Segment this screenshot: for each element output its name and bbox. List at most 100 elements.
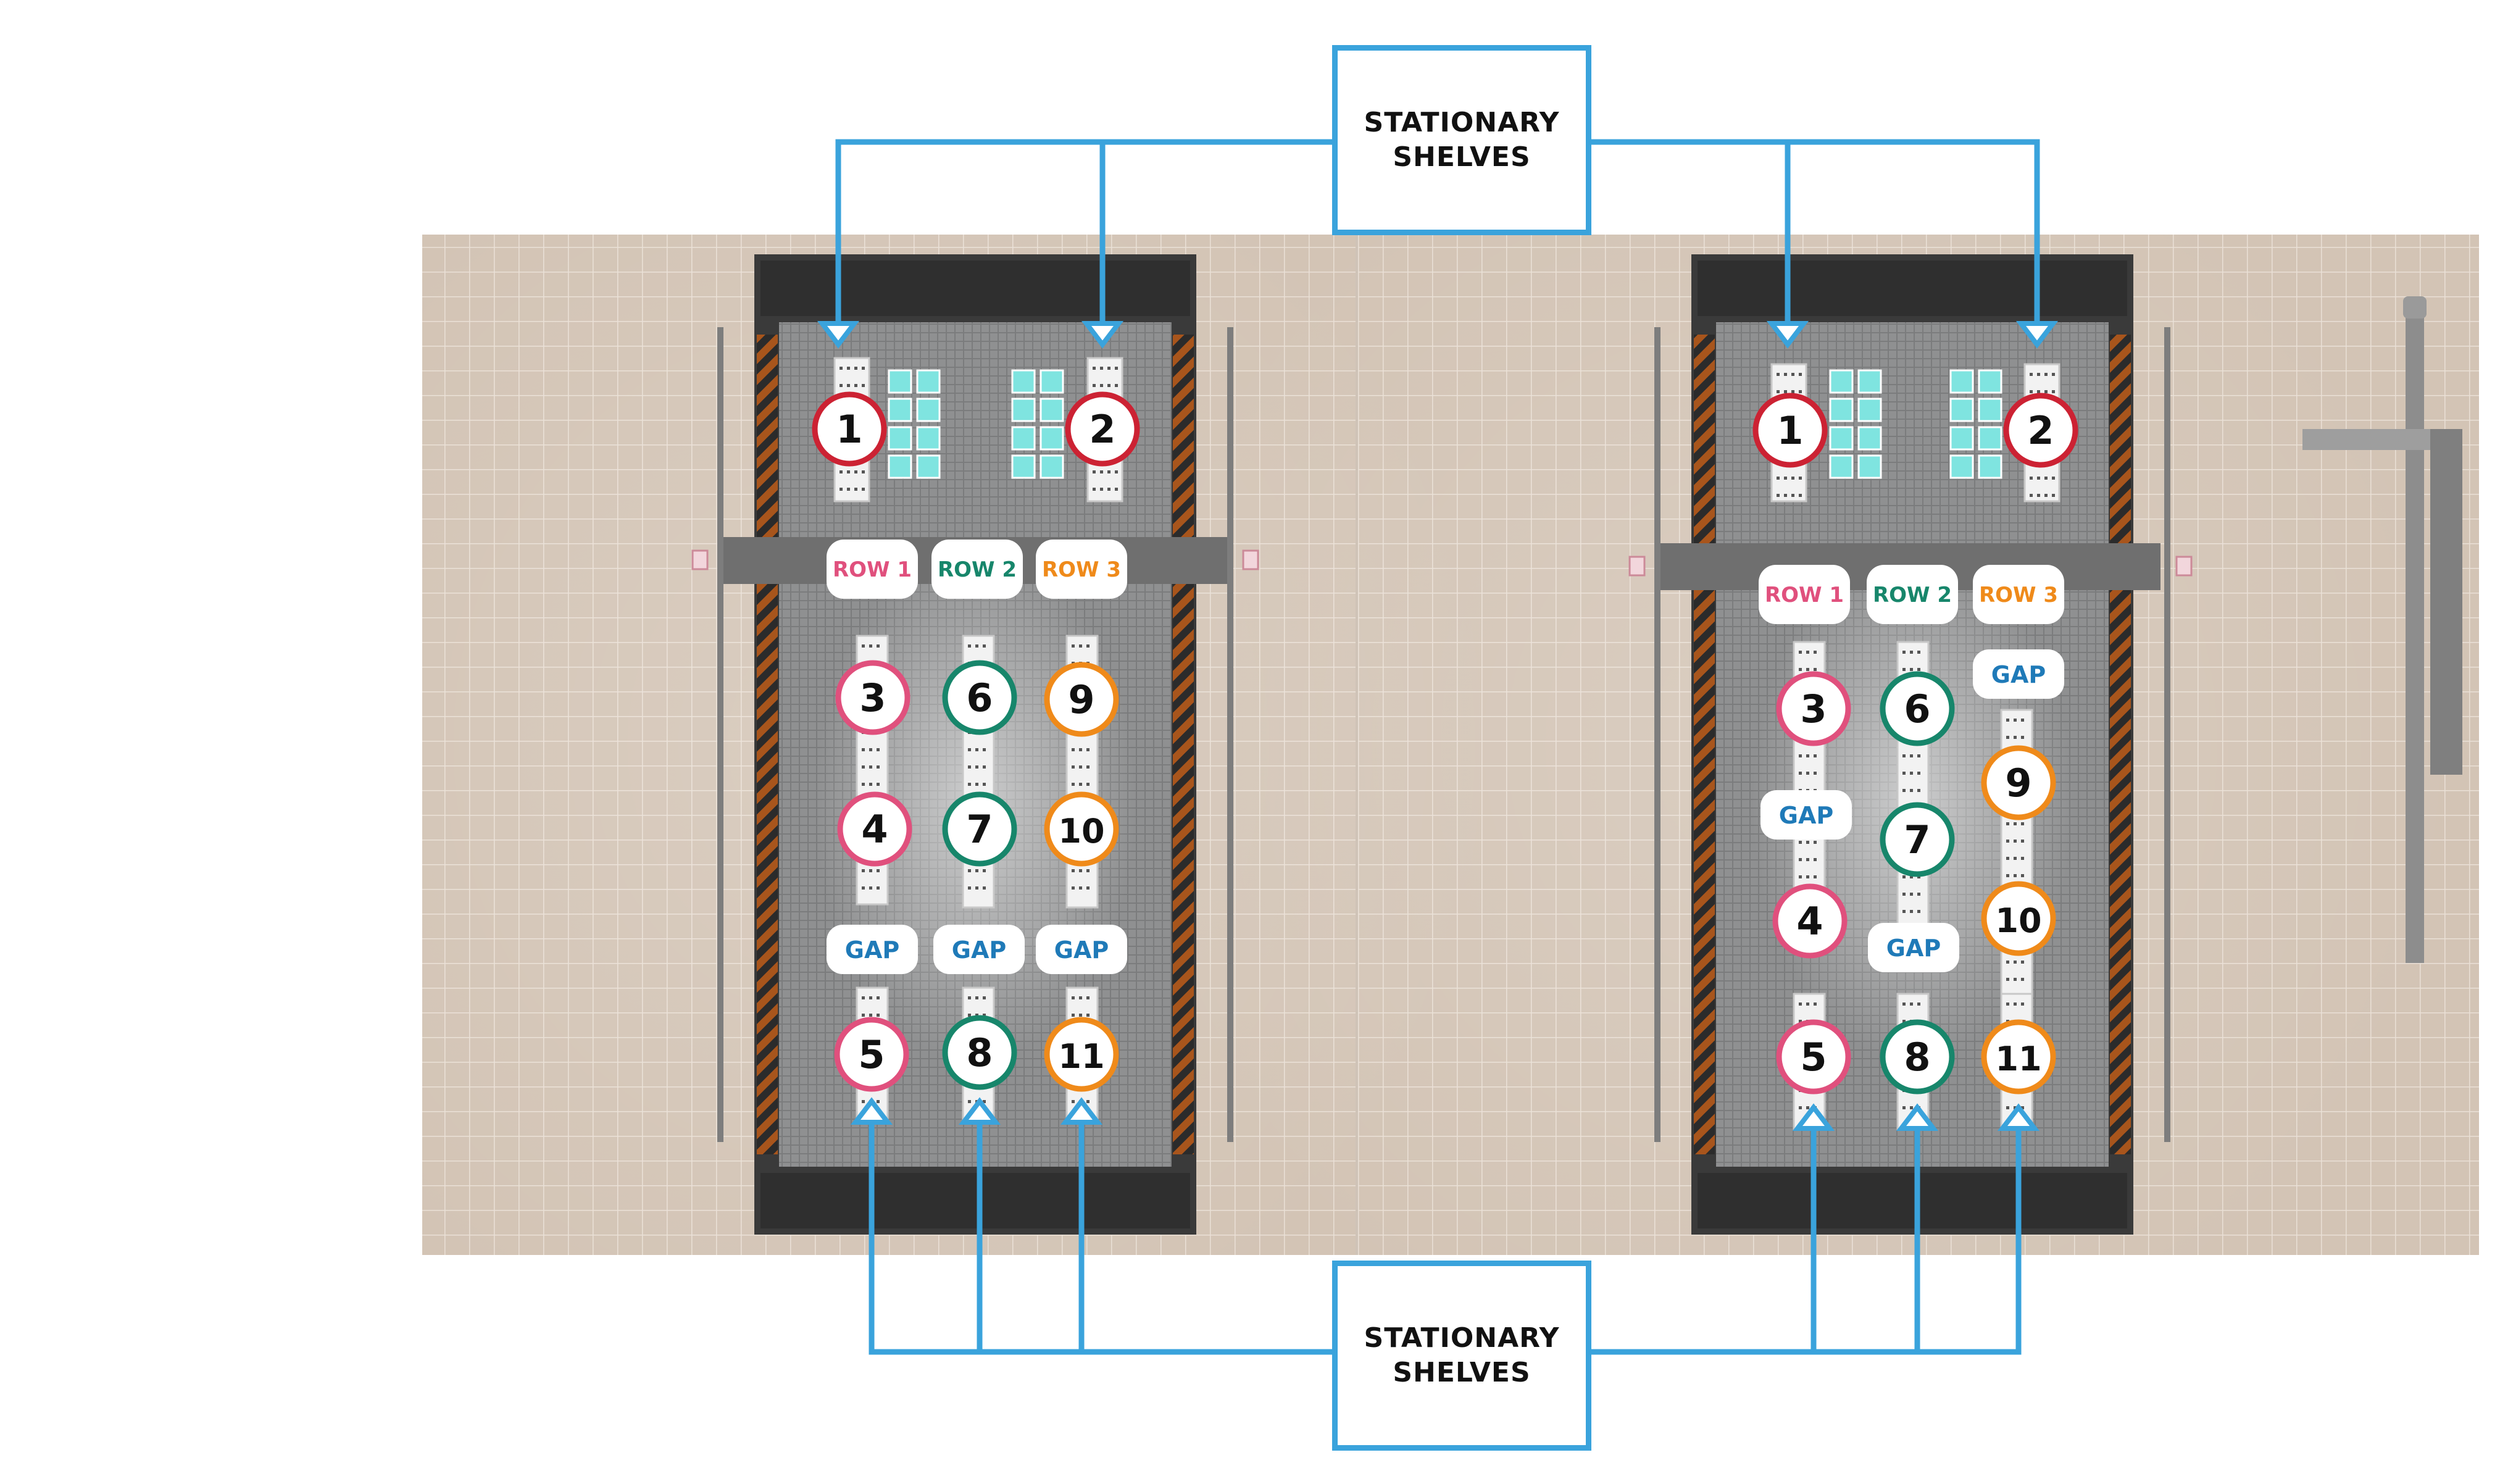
shelf-slot: [1086, 748, 1090, 751]
shelf-slot: [2006, 840, 2009, 843]
door-sensor-left: [691, 549, 709, 570]
shelf-slot: [1910, 1106, 1913, 1109]
gap-label-text: GAP: [1991, 661, 2046, 688]
rack-bin: [1949, 426, 1974, 451]
shelf-number-text: 8: [1904, 1035, 1930, 1080]
shelf-slot: [968, 886, 971, 890]
shelf-slot: [968, 1014, 971, 1017]
shelf-slot: [2006, 857, 2009, 860]
shelf-slot: [1100, 367, 1103, 370]
shelf-slot: [2021, 874, 2024, 877]
shelf-number-ring: [1776, 1019, 1851, 1094]
shelf-slot: [2006, 822, 2009, 825]
shelf-slot: [1107, 470, 1110, 473]
top-bay: [1698, 261, 2127, 316]
arrowhead-shelf-2-right: [2015, 321, 2059, 349]
rack-bin: [1011, 369, 1036, 394]
rack-bin: [1829, 369, 1854, 394]
shelf-slot: [968, 783, 971, 786]
shelf-number-ring: [2003, 393, 2078, 468]
shelf-slot: [975, 783, 978, 786]
shelf-slot: [975, 644, 978, 648]
arrow-line-bottom-left-5: [869, 1111, 1332, 1355]
shelf-number-2: 2: [2003, 393, 2078, 468]
rack-bin: [1829, 398, 1854, 422]
shelf-slot: [869, 1014, 872, 1017]
shelf-slot: [869, 783, 872, 786]
rack-bin: [1040, 369, 1064, 394]
shelf-slot: [1799, 1020, 1802, 1023]
shelf-number-ring: [1065, 391, 1140, 467]
shelf-number-text: 4: [1796, 899, 1823, 944]
rack-bin: [1949, 369, 1974, 394]
shelf-slot: [1910, 1003, 1913, 1006]
shelf-slot: [2052, 373, 2055, 376]
rack-bin: [1040, 426, 1064, 451]
shelf-slot: [854, 470, 857, 473]
shelf-slot: [1086, 996, 1090, 999]
rack-bin: [1949, 454, 1974, 479]
shelf-slot: [2021, 1106, 2024, 1109]
shelf-slot: [854, 384, 857, 387]
row-label-bg: [1759, 565, 1850, 624]
shelf-slot: [1806, 875, 1809, 878]
shelf-slot: [840, 384, 843, 387]
shelf-slot: [1086, 869, 1090, 872]
shelf-slot: [1814, 668, 1817, 671]
row-label-bg: [1867, 565, 1958, 624]
shelf-slot: [1072, 869, 1075, 872]
shelf-slot: [975, 748, 978, 751]
arrowhead-shelf-5-right: [1792, 1103, 1835, 1131]
shelf-slot: [1799, 875, 1802, 878]
shelf-slot: [1910, 772, 1913, 775]
shelf-number-11: 11: [1981, 1019, 2056, 1094]
shelf-number-4: 4: [837, 791, 912, 867]
shelf-slot: [1799, 390, 1802, 393]
shelf-slot: [1791, 477, 1794, 480]
shelf-slot: [1910, 910, 1913, 913]
shelf-slot: [1917, 893, 1920, 896]
shelf-slot: [2037, 494, 2040, 497]
shelf-slot: [1079, 765, 1082, 769]
shelf-slot: [1791, 373, 1794, 376]
shelf-slot: [1784, 390, 1787, 393]
bottom-bay: [1698, 1173, 2127, 1228]
rack-bin: [916, 369, 941, 394]
shelf-slot: [877, 1100, 880, 1103]
shelf-slot: [1799, 494, 1802, 497]
shelf-slot: [1093, 488, 1096, 491]
rack-bin: [1978, 398, 2002, 422]
shelf-slot: [862, 783, 865, 786]
shelf-slot: [1917, 910, 1920, 913]
row-label-text: ROW 1: [833, 557, 912, 582]
wall-pipe: [2302, 296, 2462, 963]
shelf-slot: [2014, 874, 2017, 877]
shelf-slot: [2030, 390, 2033, 393]
shelf-slot: [1079, 783, 1082, 786]
shelf-slot: [2006, 1003, 2009, 1006]
shelf-number-text: 5: [858, 1032, 885, 1077]
shelf-number-text: 1: [836, 407, 862, 452]
shelf-slot: [1777, 477, 1780, 480]
shelf-slot: [1917, 789, 1920, 792]
shelf-slot: [2044, 373, 2048, 376]
shelf-slot: [862, 886, 865, 890]
shelf-slot: [983, 886, 986, 890]
shelf-number-text: 2: [1089, 407, 1115, 452]
side-rail-left: [717, 327, 723, 1142]
gap-label: GAP: [933, 925, 1025, 974]
shelf-slot: [2030, 477, 2033, 480]
arrow-line-bottom-right-11: [1591, 1117, 2022, 1355]
arrowhead-shelf-1-right: [1766, 321, 1809, 349]
rack-bin: [888, 454, 912, 479]
shelf-slot: [2037, 373, 2040, 376]
shelf-slot: [968, 1100, 971, 1103]
shelf-slot: [877, 1014, 880, 1017]
shelf-number-7: 7: [1880, 802, 1955, 877]
shelf-number-4: 4: [1772, 883, 1848, 959]
row-label-bg: [1036, 540, 1127, 599]
shelf-slot: [1777, 494, 1780, 497]
bottom-bay: [760, 1173, 1190, 1228]
